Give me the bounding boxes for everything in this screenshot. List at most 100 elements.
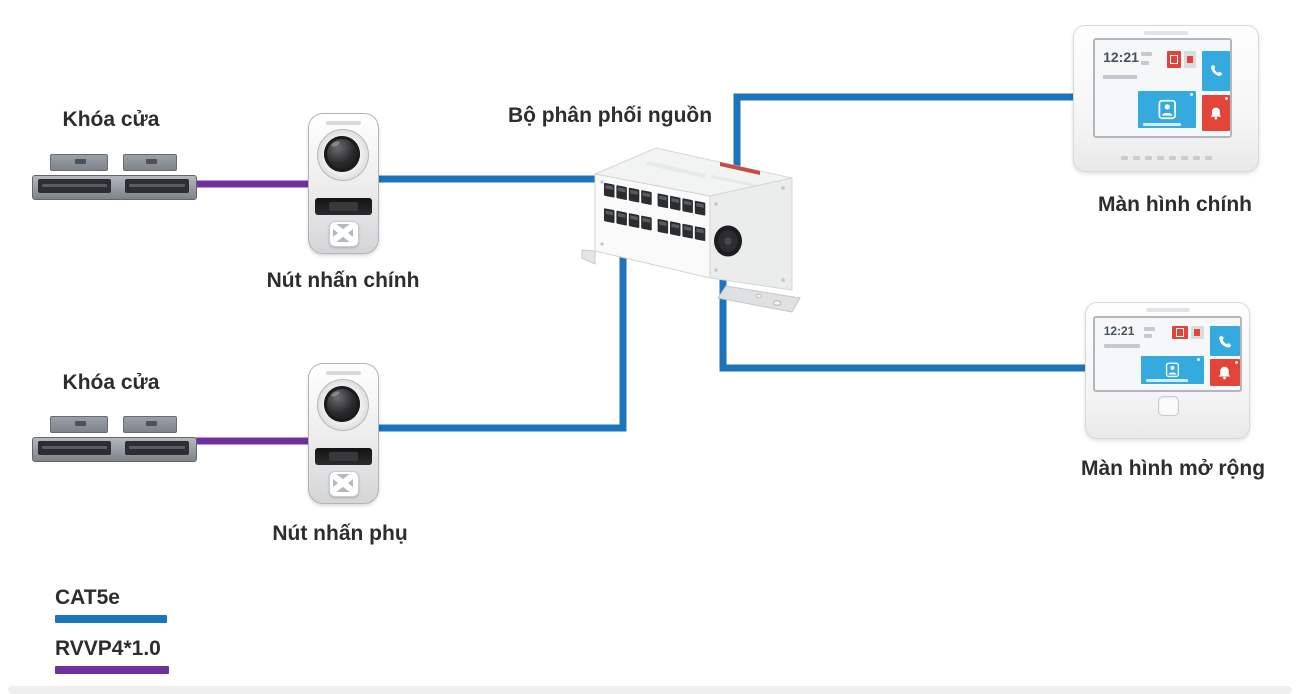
- power-distributor-label: Bộ phân phối nguồn: [507, 104, 713, 127]
- tile-text-blur: [1146, 379, 1188, 383]
- ampm-blur: [1140, 51, 1152, 56]
- app-grid: [1170, 342, 1205, 354]
- home-button: [1158, 396, 1179, 416]
- call-button: [329, 221, 359, 247]
- door-lock-1-label: Khóa cửa: [62, 108, 160, 131]
- rj45-port: [657, 193, 669, 209]
- lock-armature-plate: [123, 416, 177, 433]
- rj45-port: [641, 190, 652, 205]
- door-station-main-label: Nút nhấn chính: [266, 269, 420, 292]
- monitor-main-label: Màn hình chính: [1098, 193, 1252, 216]
- monitor-ext-screen: 12:21: [1093, 316, 1242, 392]
- magnet-face: [38, 179, 111, 193]
- rj45-port: [682, 223, 693, 239]
- flange-hole: [772, 300, 781, 306]
- rj45-pins: [617, 212, 626, 218]
- ampm-blur: [1144, 333, 1153, 338]
- alarm-tile: [1201, 94, 1230, 132]
- speaker-grille: [315, 198, 372, 215]
- mounting-flange-right: [717, 285, 801, 313]
- rj45-port: [604, 208, 615, 224]
- lock-armature-plate: [123, 154, 177, 171]
- status-tile: [1190, 325, 1204, 339]
- mini-icon: [1169, 54, 1178, 64]
- rj45-port: [616, 210, 627, 226]
- rj45-port: [670, 195, 681, 211]
- door-lock-1: [32, 150, 197, 200]
- screen-time: 12:21: [1103, 324, 1135, 339]
- camera-lens-icon: [324, 136, 360, 172]
- call-tile: [1201, 50, 1230, 91]
- brand-text-blur: [1145, 308, 1190, 312]
- mini-icon: [1175, 327, 1184, 337]
- cable-CAT5e: [719, 277, 1092, 372]
- rj45-port: [657, 218, 669, 234]
- embossed-text-blur: [646, 161, 706, 178]
- screws: [600, 180, 785, 282]
- rj45-pins: [696, 228, 704, 234]
- door-station-sub: [308, 363, 379, 504]
- flange-hole: [755, 293, 762, 299]
- cable-CAT5e: [733, 93, 1082, 172]
- rj45-port: [694, 200, 706, 216]
- brand-text-blur: [326, 371, 361, 375]
- call-button-pad-icon: [333, 224, 353, 242]
- rj45-pins: [671, 223, 679, 229]
- call-button-pad-icon: [333, 474, 353, 492]
- button-row: [1115, 152, 1217, 163]
- door-lock-2-label: Khóa cửa: [62, 371, 160, 394]
- intercom-person-icon: [1166, 362, 1180, 378]
- monitor-main-screen: 12:21: [1093, 38, 1232, 138]
- date-blur: [1103, 343, 1140, 348]
- date-blur: [1103, 74, 1137, 79]
- rj45-port: [604, 182, 615, 198]
- rj45-pins: [605, 210, 613, 216]
- embossed-text-blur: [711, 175, 756, 187]
- status-tile: [1184, 50, 1197, 68]
- power-connector-icon: [714, 225, 742, 257]
- legend-rvvp-label: RVVP4*1.0: [55, 637, 161, 660]
- mini-icon: [1187, 55, 1194, 63]
- rj45-pins: [642, 217, 651, 223]
- alarm-tile: [1209, 359, 1240, 387]
- badge-dot: [1197, 358, 1200, 362]
- rj45-port: [628, 187, 640, 203]
- box-right-face: [709, 177, 793, 291]
- magnet-face: [38, 441, 111, 455]
- badge-dot: [1225, 97, 1229, 101]
- power-distributor: [581, 147, 801, 313]
- speaker-grille: [315, 448, 372, 465]
- call-button: [329, 471, 359, 497]
- door-station-sub-label: Nút nhấn phụ: [272, 522, 408, 545]
- call-tile: [1209, 325, 1240, 357]
- app-grid: [1165, 73, 1197, 89]
- mini-icon: [1194, 328, 1201, 336]
- camera-ring: [317, 379, 369, 431]
- monitor-ext: 12:21: [1085, 302, 1250, 439]
- rj45-pins: [683, 225, 692, 231]
- rj45-port-panel: [604, 182, 706, 242]
- legend-cat5e-label: CAT5e: [55, 586, 120, 609]
- rj45-pins: [683, 200, 692, 206]
- rj45-port: [694, 226, 706, 242]
- unlock-tile: [1141, 356, 1204, 385]
- monitor-ext-label: Màn hình mở rộng: [1080, 457, 1266, 480]
- monitor-main: 12:21: [1073, 25, 1259, 172]
- magnet-face: [125, 441, 189, 455]
- legend: CAT5e RVVP4*1.0: [55, 586, 169, 674]
- legend-cat5e-line: [55, 615, 167, 623]
- badge-dot: [1189, 93, 1193, 97]
- unlock-tile: [1138, 90, 1197, 129]
- door-lock-2: [32, 412, 197, 462]
- rj45-port: [641, 215, 652, 231]
- tile-text-blur: [1142, 122, 1182, 126]
- cable-CAT5e: [370, 254, 627, 432]
- camera-ring: [317, 129, 369, 181]
- rj45-port: [682, 198, 693, 214]
- rj45-port: [670, 221, 681, 237]
- lock-armature-plate: [50, 416, 108, 433]
- door-station-main: [308, 113, 379, 254]
- status-tile: [1166, 50, 1182, 68]
- screen-time: 12:21: [1103, 48, 1139, 65]
